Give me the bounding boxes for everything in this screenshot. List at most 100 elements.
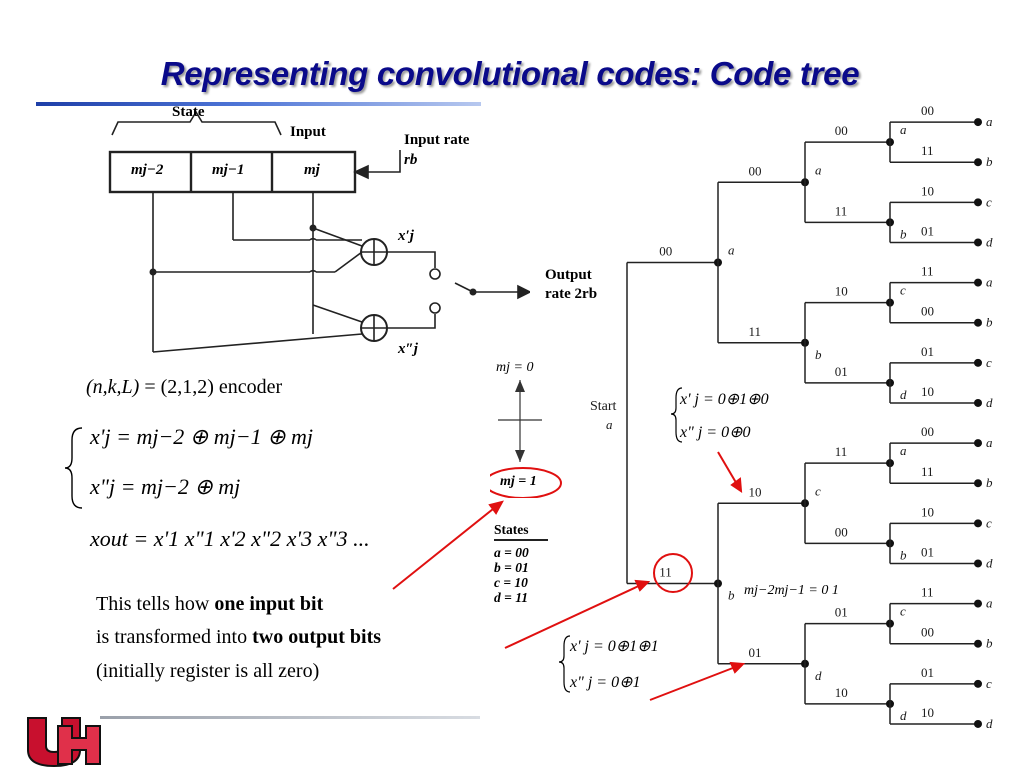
states-title: States [494,522,548,541]
tree-branch-output: 10 [921,705,934,720]
input-rate-label: Input rate [404,132,470,148]
title-underline [36,102,481,106]
tree-leaf-state: c [986,515,992,530]
tree-node-state: a [728,243,735,258]
input-axis [490,380,562,498]
slide-title: Representing convolutional codes: Code t… [160,55,860,92]
encoder-params: (n,k,L) = (2,1,2) encoder [86,376,282,399]
tree-leaf-state: b [986,475,993,490]
tree-node [974,118,982,127]
state-b: b = 01 [494,560,529,575]
eq1-lhs: x'j [90,424,111,449]
tree-branch-output: 11 [921,143,934,158]
tree-branch-output: 00 [835,524,848,539]
explanation-line-3: (initially register is all zero) [96,660,320,682]
tree-leaf-state: c [986,194,992,209]
annotation-bot-x1: x' j = 0⊕1⊕1 [570,638,659,655]
tree-branch-output: 11 [749,324,762,339]
tree-branch-output: 00 [835,123,848,138]
out-x-prime: x′j [398,228,414,244]
tree-leaf-state: b [986,636,993,651]
state-a: a = 00 [494,545,529,560]
tree-node [974,599,982,608]
tree-node-state: d [815,668,822,683]
tree-leaf-state: d [986,716,993,731]
annotation-top-x2: x" j = 0⊕0 [680,424,751,441]
tree-branch-output: 11 [921,264,934,279]
tree-node-state: c [900,604,906,619]
tree-node-state: a [815,162,822,177]
tree-node-state: c [815,483,821,498]
tree-branch-output: 01 [921,544,934,559]
tree-node-state: a [900,122,907,137]
state-label: State [172,104,205,120]
footer-rule [100,716,480,719]
tree-node-state: a [900,443,907,458]
output-rate-label: rate 2rb [545,286,598,302]
tree-branch-output: 01 [835,364,848,379]
tree-leaf-state: a [986,275,993,290]
tree-branch-output: 10 [921,384,934,399]
uh-logo [27,717,101,768]
tree-branch-output: 00 [921,424,934,439]
equation-x-out: xout = x'1 x"1 x'2 x"2 x'3 x"3 ... [90,526,370,551]
tree-start-state: a [606,417,613,432]
tree-branch-output: 00 [921,625,934,640]
tree-branch-output: 10 [835,685,848,700]
annotation-mid-state: mj−2mj−1 = 0 1 [742,583,841,599]
system-brace [64,427,83,509]
explanation-line-1: This tells how one input bit [96,593,323,616]
eq2-lhs: x"j [90,474,116,499]
tree-branch-output: 00 [749,163,762,178]
params-rhs: = (2,1,2) encoder [144,376,283,398]
explanation-line-1-text: This tells how [96,593,215,615]
tree-branch-output: 10 [835,284,848,299]
equation-x-double-prime: x"j = mj−2 ⊕ mj [90,474,240,500]
input-label: Input [290,124,326,140]
register-m-j-1: mj−1 [212,162,245,178]
output-label: Output [545,267,592,283]
tree-leaf-state: b [986,154,993,169]
tree-start-label: Start [590,399,617,414]
tree-node [974,519,982,528]
tree-node [974,398,982,407]
tree-branch-output: 01 [921,665,934,680]
tree-node [974,559,982,568]
tree-node [974,158,982,167]
tree-node [974,639,982,648]
tree-branch-output: 01 [749,645,762,660]
tree-leaf-state: b [986,315,993,330]
tree-branch-output: 10 [921,504,934,519]
tree-branch-output: 11 [835,203,848,218]
tree-leaf-state: c [986,355,992,370]
params-lhs: (n,k,L) [86,376,140,398]
tree-node [974,238,982,247]
annotation-bot-x2: x" j = 0⊕1 [570,674,641,691]
tree-leaf-state: c [986,676,992,691]
eq2-rhs: = mj−2 ⊕ mj [120,474,241,499]
register-m-j: mj [304,162,320,178]
tree-branch-output: 01 [835,605,848,620]
tree-branch-output: 01 [921,344,934,359]
input-zero-label: mj = 0 [496,360,534,375]
tree-node-state: b [900,547,907,562]
tree-branch-output: 01 [921,223,934,238]
input-rate-symbol: rb [404,152,418,168]
tree-node [974,719,982,728]
tree-branch-output: 00 [659,244,672,259]
tree-leaf-state: d [986,555,993,570]
explanation-line-2-text: is transformed into [96,626,253,648]
register-m-j-2: mj−2 [131,162,164,178]
tree-node-state: c [900,283,906,298]
tree-leaf-state: d [986,234,993,249]
explanation-line-2: is transformed into two output bits [96,626,381,649]
explanation-line-2-bold: two output bits [252,626,382,648]
tree-node [974,358,982,367]
tree-node [974,198,982,207]
annotation-top-x1: x' j = 0⊕1⊕0 [680,391,769,408]
tree-node [974,479,982,488]
tree-branch-output: 11 [835,444,848,459]
tree-node-state: b [728,588,735,603]
tree-node [974,318,982,327]
